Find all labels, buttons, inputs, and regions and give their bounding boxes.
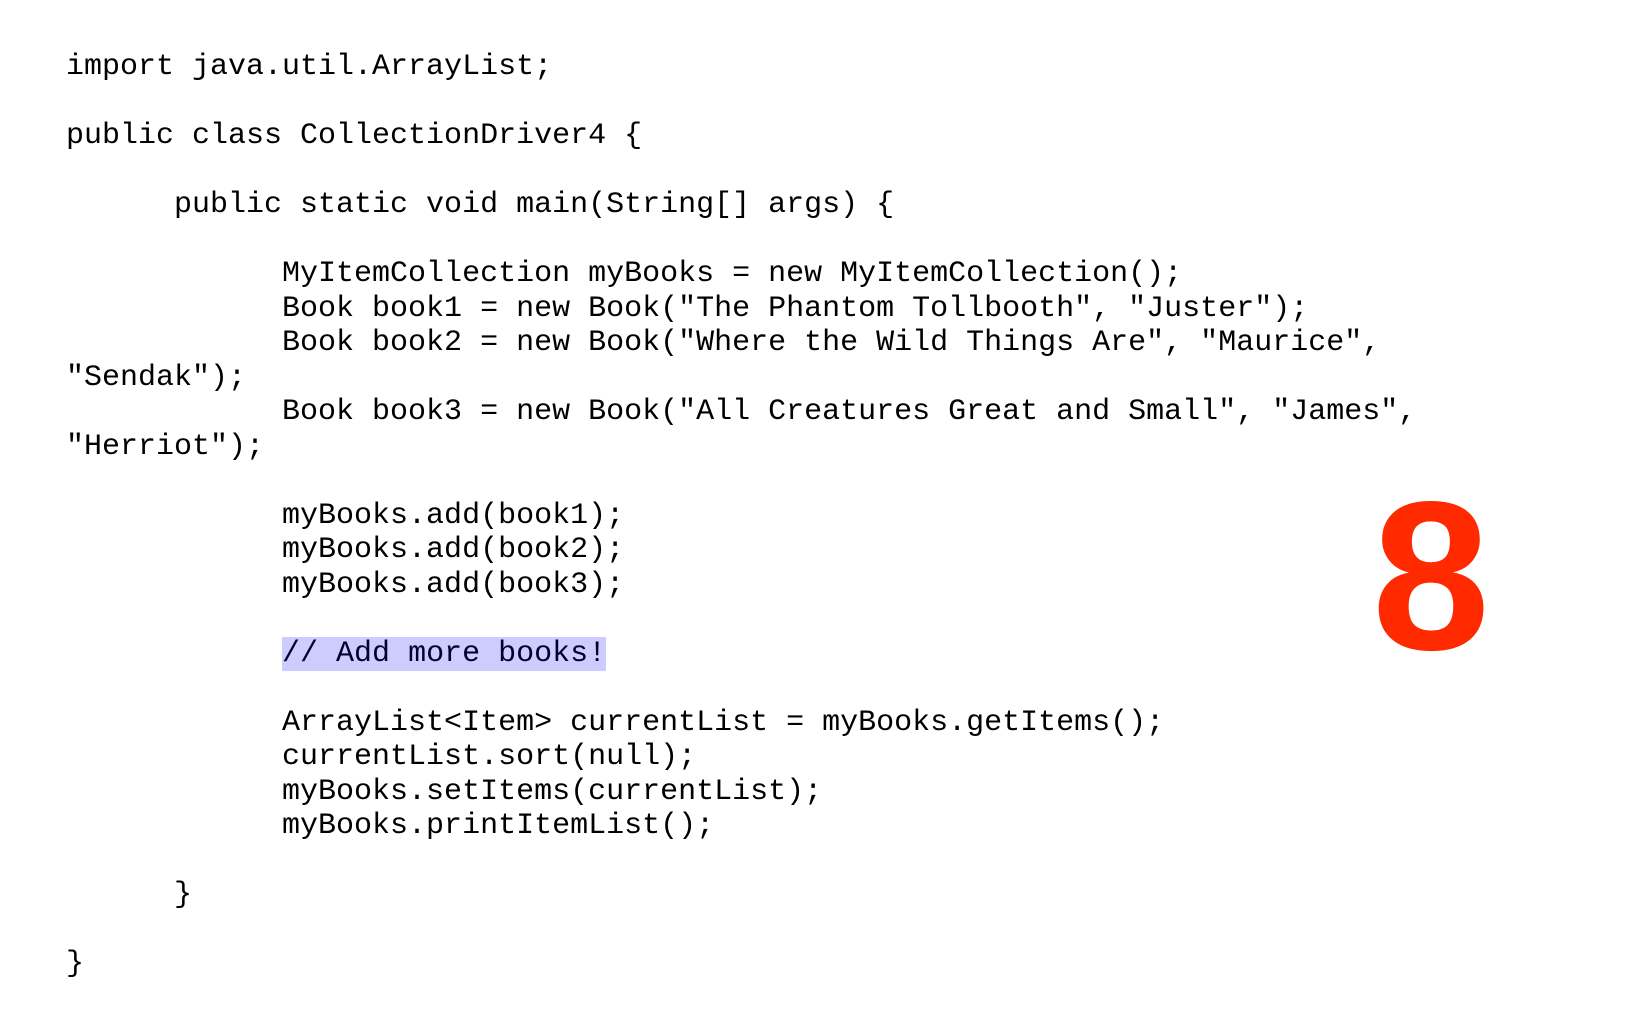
code-line: public class CollectionDriver4 {: [66, 119, 643, 153]
code-line: "Herriot");: [66, 429, 265, 464]
code-line: Book book2 = new Book("Where the Wild Th…: [66, 326, 1381, 360]
code-line: public static void main(String[] args) {: [66, 188, 895, 222]
code-line: import java.util.ArrayList;: [66, 50, 553, 84]
code-line: ArrayList<Item> currentList = myBooks.ge…: [66, 705, 1165, 740]
code-indent: [66, 637, 282, 671]
code-line: myBooks.add(book3);: [66, 567, 625, 602]
code-line: [66, 223, 1416, 258]
code-line: "Sendak");: [66, 360, 247, 395]
code-line: myBooks.setItems(currentList);: [66, 774, 823, 809]
code-line: [66, 844, 1416, 879]
code-line: myBooks.printItemList();: [66, 809, 715, 843]
code-line: currentList.sort(null);: [66, 740, 697, 774]
code-line: [66, 464, 1416, 499]
slide-number-label: 8: [1372, 457, 1490, 694]
code-line: [66, 85, 1416, 120]
code-line: [66, 671, 1416, 706]
code-line: myBooks.add(book2);: [66, 533, 625, 567]
code-line: [66, 913, 1416, 948]
code-line: [66, 602, 1416, 637]
code-line: MyItemCollection myBooks = new MyItemCol…: [66, 257, 1183, 291]
code-line: Book book3 = new Book("All Creatures Gre…: [66, 395, 1417, 429]
code-listing: import java.util.ArrayList; public class …: [66, 50, 1416, 982]
highlighted-comment: // Add more books!: [282, 636, 607, 671]
code-line: }: [66, 878, 193, 912]
code-line: // Add more books!: [66, 636, 1416, 672]
code-line: [66, 154, 1416, 189]
code-line: Book book1 = new Book("The Phantom Tollb…: [66, 291, 1309, 326]
code-line: }: [66, 947, 85, 981]
code-line: myBooks.add(book1);: [66, 498, 625, 533]
